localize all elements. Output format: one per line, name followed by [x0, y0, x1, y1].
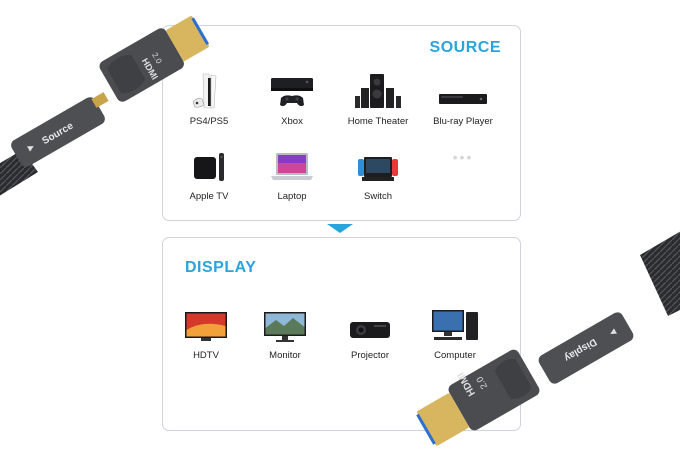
device-hdtv: HDTV [166, 304, 246, 361]
computer-icon [432, 310, 478, 340]
device-monitor: Monitor [245, 304, 325, 361]
playstation-icon [192, 73, 217, 109]
switch-icon [358, 157, 398, 181]
device-projector: Projector [330, 304, 410, 361]
flow-arrow-icon [327, 224, 353, 233]
display-cable-label: Display [562, 336, 599, 364]
device-laptop: Laptop [252, 145, 332, 202]
device-label: Switch [364, 191, 392, 202]
device-computer: Computer [415, 304, 495, 361]
device-label: PS4/PS5 [189, 116, 229, 127]
source-cable-label: Source [40, 120, 75, 147]
source-panel: SOURCE PS4/PS5 Xbox [162, 25, 521, 221]
blu-ray-player-icon [439, 94, 487, 104]
device-apple-tv: Apple TV [169, 145, 249, 202]
display-title: DISPLAY [185, 259, 257, 276]
projector-icon [350, 322, 390, 338]
device-switch: Switch [338, 145, 418, 202]
device-label: Computer [434, 350, 476, 361]
display-panel: DISPLAY HDTV Monitor [162, 237, 521, 431]
device-ps4-ps5: PS4/PS5 [169, 70, 249, 127]
home-theater-icon [355, 74, 401, 108]
arrow-icon [27, 146, 34, 152]
device-label: Monitor [269, 350, 301, 361]
device-xbox: Xbox [252, 70, 332, 127]
source-title: SOURCE [429, 39, 501, 56]
laptop-icon [271, 153, 313, 180]
hdtv-icon [185, 312, 227, 341]
top-hdmi-text: HDMI [140, 57, 160, 82]
device-label: Blu-ray Player [433, 116, 493, 127]
more-dots-icon: ••• [452, 149, 474, 165]
device-label: Projector [350, 350, 389, 361]
arrow-icon [610, 328, 617, 334]
device-label: HDTV [193, 350, 219, 361]
apple-tv-icon [194, 153, 224, 181]
device-label: Laptop [277, 191, 307, 202]
xbox-icon [271, 78, 313, 107]
monitor-icon [264, 312, 306, 342]
device-home-theater: Home Theater [338, 70, 418, 127]
device-label: Xbox [281, 116, 303, 127]
device-label: Apple TV [189, 191, 229, 202]
more-devices: ••• [423, 145, 503, 169]
device-blu-ray-player: Blu-ray Player [423, 70, 503, 127]
device-label: Home Theater [347, 116, 409, 127]
